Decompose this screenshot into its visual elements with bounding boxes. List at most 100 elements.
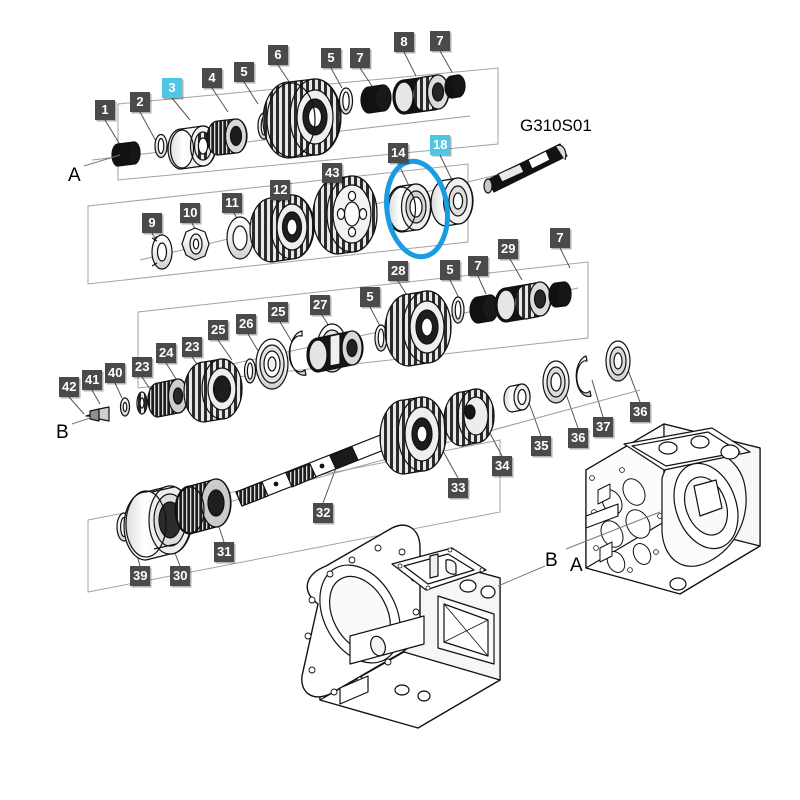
callout-34-34[interactable]: 34 bbox=[492, 456, 513, 476]
leader-line bbox=[91, 389, 101, 405]
leader-line bbox=[509, 258, 523, 281]
part-code-label-0: G310S01 bbox=[520, 116, 592, 135]
callout-41-31[interactable]: 41 bbox=[82, 370, 103, 390]
callout-27-23[interactable]: 27 bbox=[310, 295, 331, 315]
callout-5-18[interactable]: 5 bbox=[440, 260, 460, 280]
leader-line bbox=[114, 382, 123, 399]
callout-7-9[interactable]: 7 bbox=[430, 31, 450, 51]
part-12-gear bbox=[249, 194, 315, 263]
leader-line bbox=[359, 67, 373, 87]
part-26-ball-bearing bbox=[255, 338, 289, 390]
part-29-needle-sleeve bbox=[494, 281, 552, 323]
callout-42-32[interactable]: 42 bbox=[59, 377, 80, 397]
callout-36-36[interactable]: 36 bbox=[568, 428, 589, 448]
assembly-group-box bbox=[87, 439, 501, 593]
part-7-bushing-b bbox=[444, 74, 466, 99]
leader-line bbox=[279, 321, 293, 343]
reference-leader-lines-left bbox=[71, 154, 121, 425]
leader-line bbox=[565, 393, 579, 429]
part-2-snap-ring bbox=[154, 133, 168, 159]
part-23-gear bbox=[183, 358, 243, 423]
callout-6-5[interactable]: 6 bbox=[268, 45, 288, 65]
part-9-lock-plate bbox=[151, 234, 173, 270]
callout-7-7[interactable]: 7 bbox=[350, 48, 370, 68]
rear-housing bbox=[585, 423, 761, 595]
part-7-bushing-a bbox=[360, 84, 392, 114]
callout-28-17[interactable]: 28 bbox=[388, 261, 409, 281]
part-43-gear bbox=[312, 175, 378, 255]
callout-4-3[interactable]: 4 bbox=[202, 68, 222, 88]
callout-37-37[interactable]: 37 bbox=[593, 417, 614, 437]
callout-23-27[interactable]: 23 bbox=[182, 337, 203, 357]
callout-12-13[interactable]: 12 bbox=[270, 180, 291, 200]
leader-line bbox=[403, 51, 417, 77]
highlight-annotation bbox=[384, 158, 450, 260]
part-36-bearing-a bbox=[542, 360, 570, 404]
part-36-bearing-b bbox=[605, 340, 631, 382]
callout-10-11[interactable]: 10 bbox=[180, 203, 201, 223]
leader-line bbox=[211, 87, 229, 113]
callout-32-39[interactable]: 32 bbox=[313, 503, 334, 523]
highlight-ellipse bbox=[384, 158, 450, 260]
part-5-ring-e bbox=[451, 296, 465, 324]
transmission-case bbox=[301, 524, 501, 729]
callout-9-10[interactable]: 9 bbox=[142, 213, 162, 233]
part-7-bushing-d bbox=[548, 281, 572, 308]
callout-24-28[interactable]: 24 bbox=[156, 343, 177, 363]
reference-tag-a-3: A bbox=[570, 555, 583, 576]
part-40-bearing bbox=[136, 391, 148, 415]
callout-2-1[interactable]: 2 bbox=[130, 92, 150, 112]
callout-7-21[interactable]: 7 bbox=[550, 228, 570, 248]
part-25-ring-a bbox=[243, 358, 257, 384]
leader-line bbox=[477, 275, 487, 295]
callout-40-30[interactable]: 40 bbox=[105, 363, 126, 383]
callout-7-19[interactable]: 7 bbox=[468, 256, 488, 276]
reference-tag-a-0: A bbox=[68, 165, 81, 186]
callout-39-42[interactable]: 39 bbox=[130, 566, 151, 586]
part-35-spacer bbox=[503, 383, 531, 413]
part-31-splined-collar bbox=[174, 478, 232, 535]
callout-18-16[interactable]: 18 bbox=[430, 135, 451, 155]
callout-35-35[interactable]: 35 bbox=[531, 436, 552, 456]
part-5-ring-b bbox=[338, 87, 354, 115]
callout-33-33[interactable]: 33 bbox=[448, 478, 469, 498]
callout-3-2[interactable]: 3 bbox=[162, 78, 182, 98]
callout-14-15[interactable]: 14 bbox=[388, 143, 409, 163]
leader-line bbox=[217, 339, 233, 361]
callout-36-38[interactable]: 36 bbox=[630, 402, 651, 422]
callout-11-12[interactable]: 11 bbox=[222, 193, 242, 213]
reference-tag-b-1: B bbox=[56, 422, 69, 443]
callout-1-0[interactable]: 1 bbox=[95, 100, 115, 120]
part-32-main-shaft bbox=[235, 431, 396, 507]
part-34-gear bbox=[443, 388, 495, 447]
callout-26-25[interactable]: 26 bbox=[236, 314, 257, 334]
leader-line bbox=[243, 81, 259, 105]
callout-43-14[interactable]: 43 bbox=[322, 163, 343, 183]
part-8-needle-sleeve bbox=[392, 74, 450, 115]
callout-30-41[interactable]: 30 bbox=[170, 566, 191, 586]
leader-line bbox=[369, 306, 381, 327]
part-6-gear bbox=[262, 78, 342, 159]
callout-29-20[interactable]: 29 bbox=[498, 239, 519, 259]
callout-5-4[interactable]: 5 bbox=[234, 62, 254, 82]
callout-31-40[interactable]: 31 bbox=[214, 542, 235, 562]
callout-8-8[interactable]: 8 bbox=[394, 32, 414, 52]
part-1-bushing bbox=[111, 141, 141, 167]
leader-line bbox=[171, 97, 191, 121]
leader-line bbox=[68, 396, 85, 415]
leader-line bbox=[439, 50, 453, 73]
leader-line bbox=[527, 399, 542, 437]
leader-line bbox=[139, 111, 158, 144]
leader-line bbox=[559, 247, 571, 269]
callout-5-6[interactable]: 5 bbox=[321, 48, 341, 68]
callout-23-29[interactable]: 23 bbox=[132, 357, 153, 377]
part-28-gear bbox=[384, 290, 452, 367]
leader-line bbox=[627, 369, 641, 403]
reference-leader-lines bbox=[497, 511, 661, 587]
part-4-coupling bbox=[206, 118, 248, 156]
part-14-bearing bbox=[386, 183, 432, 233]
leader-line bbox=[439, 154, 453, 181]
callout-25-26[interactable]: 25 bbox=[208, 320, 229, 340]
callout-25-24[interactable]: 25 bbox=[268, 302, 289, 322]
callout-5-22[interactable]: 5 bbox=[360, 287, 380, 307]
